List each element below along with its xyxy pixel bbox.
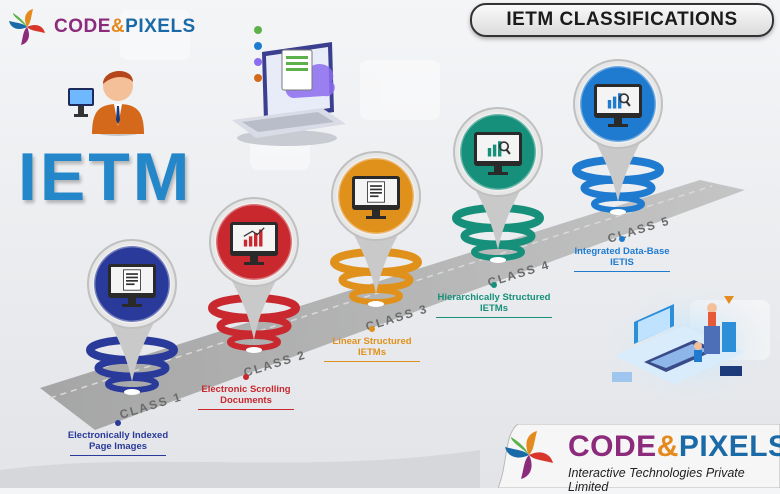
footer-brand-name: CODE&PIXELS: [568, 430, 780, 464]
class-5-pin: [572, 59, 664, 215]
top-logo: CODE&PIXELS: [6, 6, 196, 48]
document-icon: [367, 181, 385, 203]
logo-wordmark: CODE&PIXELS: [54, 16, 196, 38]
caption-line-1: Integrated Data-Base: [574, 246, 670, 257]
caption-dot: [369, 326, 375, 332]
caption-dot: [491, 282, 497, 288]
page-title: IETM CLASSIFICATIONS: [506, 9, 738, 30]
caption-line-2: Page Images: [88, 441, 148, 452]
caption-dot: [619, 236, 625, 242]
logo-word-pixels: PIXELS: [125, 16, 196, 37]
chart-magnifier-icon: [487, 141, 511, 157]
footer-brand-word-code: CODE: [568, 430, 657, 463]
caption-line-2: IETMs: [480, 303, 508, 314]
caption-underline: [198, 409, 294, 410]
caption-underline: [574, 271, 670, 272]
laptop-cloud-illustration: [232, 26, 346, 146]
chart-magnifier-icon: [607, 93, 631, 109]
footer-brand-ampersand: &: [656, 430, 679, 463]
caption-line-1: Hierarchically Structured: [437, 292, 551, 303]
caption-line-1: Electronic Scrolling: [201, 384, 291, 395]
caption-dot: [115, 420, 121, 426]
caption-underline: [70, 455, 166, 456]
logo-ampersand: &: [110, 16, 126, 37]
caption-dot: [243, 374, 249, 380]
footer-brand-word-pixels: PIXELS: [678, 430, 780, 463]
class-3-pin: [330, 151, 422, 307]
class-4-pin: [452, 107, 544, 263]
caption-underline: [324, 361, 420, 362]
page-title-pill: IETM CLASSIFICATIONS: [470, 3, 774, 37]
class-2-pin: [208, 197, 300, 353]
caption-line-1: Electronically Indexed: [67, 430, 169, 441]
bar-chart-icon: [243, 227, 265, 247]
person-computer-icon: [68, 70, 144, 136]
footer-brand-panel: [498, 424, 780, 488]
pinwheel-logo-icon: [9, 9, 45, 45]
class-1-pin: [86, 239, 178, 395]
footer-pinwheel-logo-icon: [505, 431, 553, 479]
caption-underline: [436, 317, 552, 318]
hero-ietm-heading: IETM: [18, 139, 193, 215]
logo-word-code: CODE: [54, 16, 111, 37]
tech-team-illustration: [612, 296, 744, 384]
caption-line-2: IETIS: [610, 257, 634, 268]
caption-line-2: IETMs: [358, 347, 386, 358]
caption-line-1: Linear Structured: [332, 336, 412, 347]
caption-line-2: Documents: [220, 395, 272, 406]
footer-tagline: Interactive Technologies Private Limited: [568, 466, 745, 494]
timeline-road: [40, 180, 745, 430]
document-icon: [123, 269, 141, 291]
